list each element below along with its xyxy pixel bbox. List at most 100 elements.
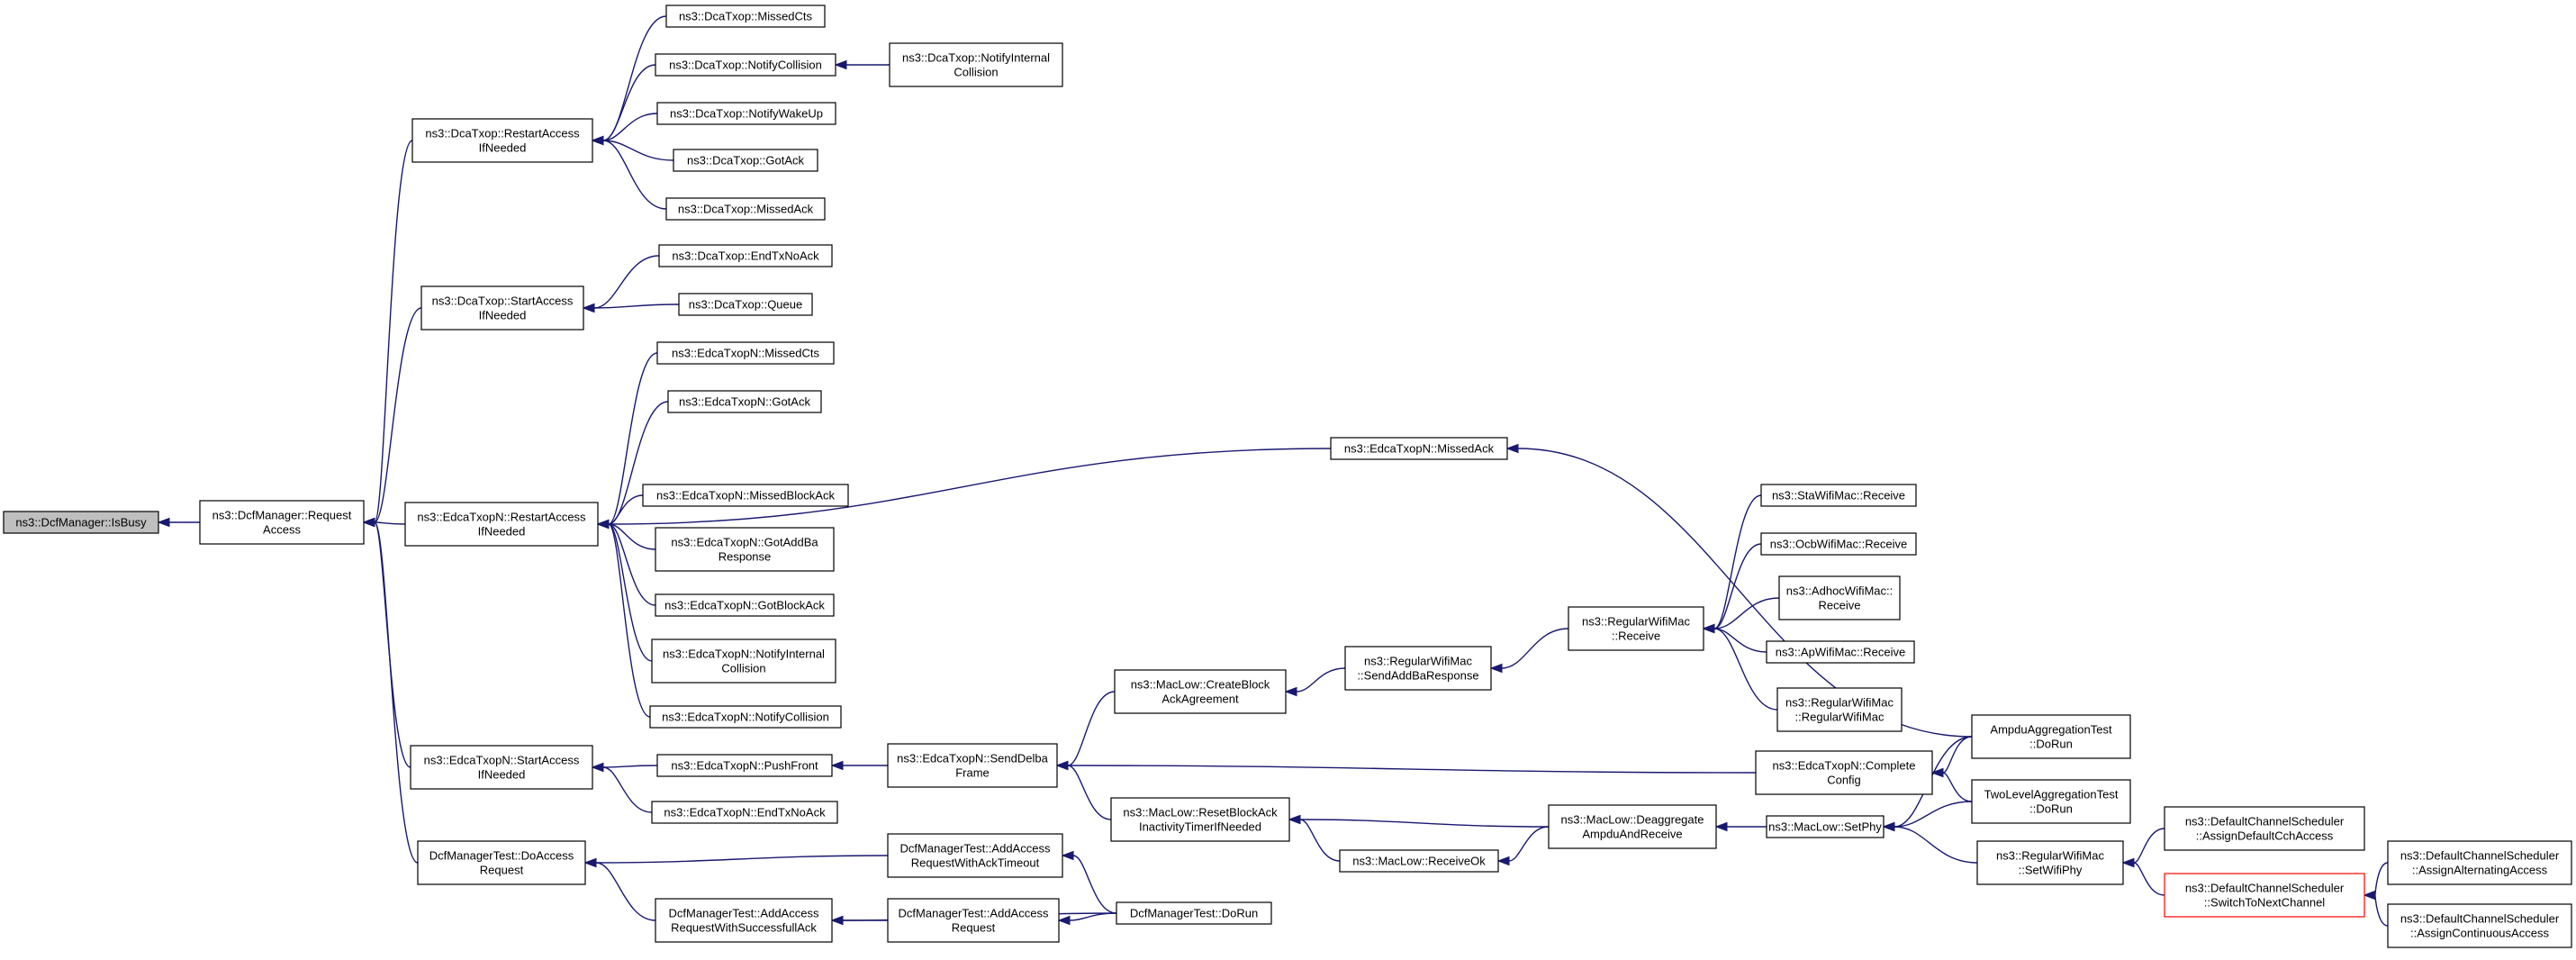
graph-node[interactable]: ns3::EdcaTxopN::PushFront <box>656 754 833 777</box>
graph-node[interactable]: ns3::ApWifiMac::Receive <box>1766 640 1915 664</box>
edge-n27-n26 <box>1284 667 1346 697</box>
edge-n16-n4 <box>596 401 669 530</box>
node-label: IfNeeded <box>478 768 526 782</box>
node-label: ns3::DcaTxop::EndTxNoAck <box>672 249 819 263</box>
node-box <box>1339 849 1499 873</box>
node-label: ns3::EdcaTxopN::SendDelba <box>897 752 1048 765</box>
graph-node[interactable]: ns3::EdcaTxopN::NotifyCollision <box>649 705 842 729</box>
graph-node[interactable]: ns3::RegularWifiMac::Receive <box>1568 606 1704 651</box>
node-label: AckAgreement <box>1161 693 1239 706</box>
graph-node[interactable]: TwoLevelAggregationTest::DoRun <box>1971 779 2131 824</box>
node-label: DcfManagerTest::DoAccess <box>429 849 574 863</box>
node-label: ::DoRun <box>2029 802 2073 816</box>
node-box <box>410 745 593 790</box>
node-box <box>417 840 586 885</box>
edge-arrowhead <box>1284 686 1297 697</box>
edge-line <box>593 303 680 309</box>
graph-node[interactable]: ns3::EdcaTxopN::MissedCts <box>656 341 835 365</box>
node-box <box>1755 750 1933 795</box>
graph-node[interactable]: ns3::RegularWifiMac::SendAddBaResponse <box>1344 646 1492 691</box>
node-label: RequestWithAckTimeout <box>911 856 1040 870</box>
graph-node[interactable]: ns3::DcaTxop::EndTxNoAck <box>658 244 833 267</box>
edge-line <box>608 523 656 550</box>
node-label: ns3::OcbWifiMac::Receive <box>1770 538 1907 551</box>
edge-n21-n4 <box>596 519 653 662</box>
graph-node[interactable]: ns3::RegularWifiMac::RegularWifiMac <box>1776 687 1903 732</box>
node-label: ns3::EdcaTxopN::MissedBlockAck <box>656 489 835 503</box>
graph-node[interactable]: DcfManagerTest::AddAccessRequestWithSucc… <box>655 898 833 943</box>
graph-node[interactable]: ns3::DefaultChannelScheduler::AssignCont… <box>2387 903 2572 948</box>
edge-n24-n5 <box>591 762 653 813</box>
graph-node[interactable]: ns3::DcaTxop::NotifyCollision <box>655 53 836 77</box>
edge-n26-n25 <box>1055 691 1116 771</box>
node-label: Collision <box>721 662 765 675</box>
graph-node[interactable]: ns3::DcaTxop::MissedAck <box>665 197 826 221</box>
graph-node[interactable]: ns3::EdcaTxopN::GotAck <box>667 390 822 413</box>
node-label: ::SetWifiPhy <box>2019 864 2083 877</box>
graph-node[interactable]: ns3::DcaTxop::MissedCts <box>665 5 826 28</box>
node-box <box>1776 687 1903 732</box>
edge-n49-n46 <box>1061 850 1117 914</box>
graph-node[interactable]: ns3::DefaultChannelScheduler::AssignDefa… <box>2164 806 2365 851</box>
edge-line <box>608 494 644 525</box>
node-label: RequestWithSuccessfullAck <box>671 921 817 935</box>
node-box <box>1971 779 2131 824</box>
node-label: ns3::MacLow::Deaggregate <box>1561 813 1704 827</box>
graph-node[interactable]: ns3::EdcaTxopN::MissedBlockAck <box>642 484 849 507</box>
edge-line <box>602 113 658 141</box>
node-label: ns3::DcfManager::Request <box>212 509 352 522</box>
node-label: ::AssignDefaultCchAccess <box>2196 829 2334 843</box>
edge-line <box>1067 691 1116 766</box>
node-label: Frame <box>955 766 990 780</box>
graph-node[interactable]: ns3::AdhocWifiMac::Receive <box>1778 575 1901 620</box>
graph-node[interactable]: ns3::MacLow::ResetBlockAckInactivityTime… <box>1110 797 1290 842</box>
graph-node[interactable]: ns3::DcaTxop::Queue <box>678 293 813 316</box>
edge-n22-n4 <box>596 519 651 718</box>
graph-node[interactable]: ns3::StaWifiMac::Receive <box>1760 484 1917 507</box>
graph-node[interactable]: DcfManagerTest::DoRun <box>1116 901 1272 925</box>
graph-node[interactable]: ns3::RegularWifiMac::SetWifiPhy <box>1976 840 2124 885</box>
graph-node[interactable]: ns3::DefaultChannelScheduler::SwitchToNe… <box>2164 873 2365 918</box>
graph-node[interactable]: ns3::EdcaTxopN::GotBlockAck <box>655 593 835 617</box>
node-box <box>678 293 813 316</box>
edge-line <box>1299 819 1550 828</box>
edge-line <box>608 523 653 662</box>
edge-arrowhead <box>1055 760 1069 771</box>
edge-arrowhead <box>830 760 844 771</box>
graph-node[interactable]: ns3::DcaTxop::GotAck <box>673 149 818 172</box>
graph-node[interactable]: ns3::DcfManager::IsBusy <box>3 511 159 534</box>
graph-node[interactable]: ns3::MacLow::ReceiveOk <box>1339 849 1499 873</box>
edge-arrowhead <box>1061 850 1074 861</box>
node-label: ns3::EdcaTxopN::NotifyCollision <box>662 711 829 724</box>
graph-node[interactable]: ns3::OcbWifiMac::Receive <box>1760 532 1917 556</box>
node-box <box>199 500 365 545</box>
node-box <box>1766 640 1915 664</box>
graph-node[interactable]: ns3::DcaTxop::NotifyWakeUp <box>656 102 836 125</box>
node-label: DcfManagerTest::AddAccess <box>900 842 1051 856</box>
node-label: ns3::DefaultChannelScheduler <box>2185 882 2345 895</box>
graph-node[interactable]: ns3::EdcaTxopN::MissedAck <box>1330 437 1508 460</box>
node-label: ns3::MacLow::ReceiveOk <box>1352 855 1486 868</box>
edge-n13-n3 <box>582 255 660 313</box>
node-label: TwoLevelAggregationTest <box>1984 788 2119 802</box>
graph-node[interactable]: DcfManagerTest::AddAccessRequestWithAckT… <box>887 833 1063 878</box>
graph-node[interactable]: ns3::DefaultChannelScheduler::AssignAlte… <box>2387 840 2572 885</box>
graph-node[interactable]: AmpduAggregationTest::DoRun <box>1971 714 2131 759</box>
graph-node[interactable]: ns3::MacLow::SetPhy <box>1766 815 1885 838</box>
graph-node[interactable]: ns3::EdcaTxopN::EndTxNoAck <box>651 801 838 824</box>
edge-n46-n6 <box>583 855 889 868</box>
